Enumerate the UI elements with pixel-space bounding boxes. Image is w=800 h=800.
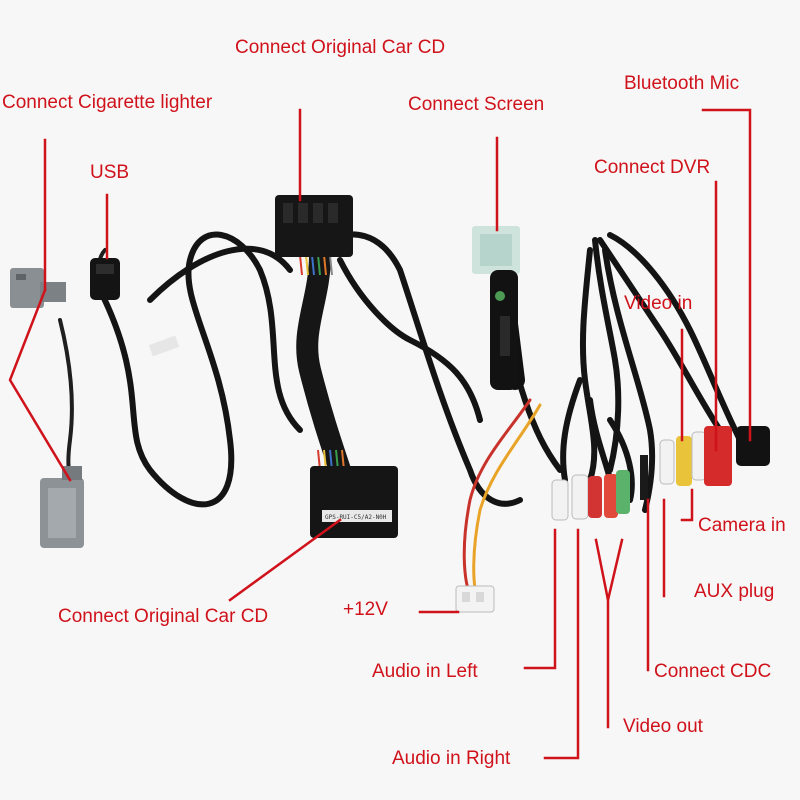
label-connect-screen: Connect Screen bbox=[408, 94, 545, 115]
label-video-out: Video out bbox=[623, 716, 703, 737]
label-usb: USB bbox=[90, 162, 130, 183]
label-audio-in-left: Audio in Left bbox=[372, 661, 478, 682]
label-connect-original-car-cd-top: Connect Original Car CD bbox=[235, 37, 446, 58]
svg-text:GPS-RUI-C5/A2-N0H: GPS-RUI-C5/A2-N0H bbox=[325, 514, 387, 521]
label-audio-in-right: Audio in Right bbox=[392, 748, 511, 769]
label-plus-12v: +12V bbox=[343, 599, 388, 620]
label-aux-plug: AUX plug bbox=[694, 581, 775, 602]
label-connect-original-car-cd-bottom: Connect Original Car CD bbox=[58, 606, 269, 627]
label-connect-cdc: Connect CDC bbox=[654, 661, 772, 682]
label-connect-cigarette-lighter: Connect Cigarette lighter bbox=[2, 92, 213, 113]
label-video-in: Video in bbox=[624, 293, 693, 314]
label-bluetooth-mic: Bluetooth Mic bbox=[624, 73, 740, 94]
label-camera-in: Camera in bbox=[698, 515, 786, 536]
label-connect-dvr: Connect DVR bbox=[594, 157, 711, 178]
